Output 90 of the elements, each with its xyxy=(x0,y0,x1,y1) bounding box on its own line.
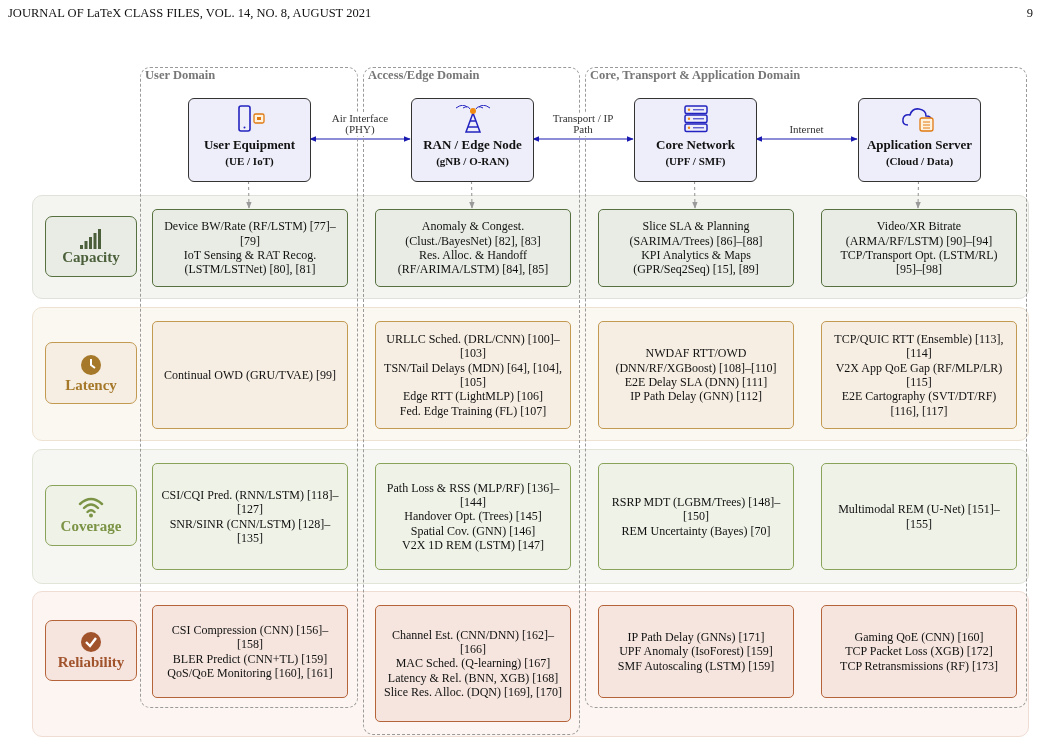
method-box xyxy=(152,209,348,287)
arrow xyxy=(246,180,252,209)
method-box xyxy=(598,463,794,570)
method-box xyxy=(598,321,794,429)
category-title: Latency xyxy=(65,376,117,394)
method-text: E2E Cartography (SVT/DT/RF) [116], [117] xyxy=(840,389,998,419)
method-text: UPF Anomaly (IsoForest) [159] xyxy=(619,644,773,659)
method-text: IP Path Delay (GNN) [112] xyxy=(630,389,762,404)
page-number: 9 xyxy=(1026,6,1033,21)
category-box xyxy=(45,620,137,681)
method-text: NWDAF RTT/OWD (DNN/RF/XGBoost) [108]–[110] xyxy=(614,346,778,375)
node-title: Core Network xyxy=(656,137,735,153)
node-subtitle: (Cloud / Data) xyxy=(885,155,954,167)
method-text: CSI/CQI Pred. (RNN/LSTM) [118]–[127] xyxy=(161,487,339,517)
method-text: Latency & Rel. (BNN, XGB) [168] xyxy=(387,670,559,686)
method-text: CSI Compression (CNN) [156]–[158] xyxy=(170,622,330,652)
method-text: TSN/Tail Delays (MDN) [64], [104], [105] xyxy=(384,360,562,390)
arrow xyxy=(692,180,698,209)
method-text: Channel Est. (CNN/DNN) [162]–[166] xyxy=(391,627,555,657)
method-text: Handover Opt. (Trees) [145] xyxy=(404,509,542,524)
network-node-box xyxy=(858,98,981,182)
method-text: URLLC Sched. (DRL/CNN) [100]–[103] xyxy=(385,331,561,361)
arrow xyxy=(309,136,411,142)
network-node-box xyxy=(411,98,534,182)
method-box xyxy=(821,321,1017,429)
method-text: Multimodal REM (U-Net) [151]–[155] xyxy=(837,502,1001,531)
method-box xyxy=(598,209,794,287)
method-box xyxy=(152,463,348,570)
running-header: JOURNAL OF LaTeX CLASS FILES, VOL. 14, NO. 8, AUGUST 2021 xyxy=(8,6,372,21)
method-box xyxy=(821,209,1017,287)
method-box xyxy=(375,463,571,570)
method-box xyxy=(152,321,348,429)
category-box xyxy=(45,216,137,277)
node-subtitle: (UE / IoT) xyxy=(225,155,274,167)
category-title: Coverage xyxy=(60,518,122,535)
method-text: REM Uncertainty (Bayes) [70] xyxy=(621,523,771,539)
domain-title: User Domain xyxy=(145,68,216,83)
edge-label: Transport / IP Path xyxy=(550,112,616,136)
domain-title: Core, Transport & Application Domain xyxy=(590,68,801,83)
method-text: Spatial Cov. (GNN) [146] xyxy=(410,523,536,539)
method-text: Device BW/Rate (RF/LSTM) [77]–[79] xyxy=(163,219,337,248)
method-box xyxy=(375,321,571,429)
method-box xyxy=(821,605,1017,698)
method-text: TCP Packet Loss (XGB) [172] xyxy=(845,644,993,659)
arrow xyxy=(469,180,475,209)
domain-title: Access/Edge Domain xyxy=(368,68,480,83)
method-text: E2E Delay SLA (DNN) [111] xyxy=(624,375,768,390)
method-box xyxy=(375,209,571,287)
method-text: TCP/QUIC RTT (Ensemble) [113], [114] xyxy=(833,331,1005,361)
method-text: IoT Sensing & RAT Recog. (LSTM/LSTNet) [80], [81] xyxy=(182,248,318,277)
arrow xyxy=(755,136,858,142)
method-text: TCP/Transport Opt. (LSTM/RL) [95]–[98] xyxy=(839,248,999,277)
node-title: RAN / Edge Node xyxy=(423,137,522,153)
method-text: Continual OWD (GRU/TVAE) [99] xyxy=(163,367,337,383)
method-text: QoS/QoE Monitoring [160], [161] xyxy=(167,665,333,681)
method-text: Anomaly & Congest. (Clust./BayesNet) [82], [83] xyxy=(404,219,542,248)
method-text: IP Path Delay (GNNs) [171] xyxy=(627,629,765,645)
category-title: Reliability xyxy=(57,654,125,671)
category-box xyxy=(45,485,137,546)
method-box xyxy=(821,463,1017,570)
method-text: MAC Sched. (Q-learning) [167] xyxy=(395,656,551,671)
method-text: KPI Analytics & Maps (GPR/Seq2Seq) [15], [89] xyxy=(632,248,760,277)
method-text: Slice SLA & Planning (SARIMA/Trees) [86]–[88] xyxy=(628,219,764,248)
category-box xyxy=(45,342,137,404)
method-text: SMF Autoscaling (LSTM) [159] xyxy=(617,658,775,674)
method-text: Path Loss & RSS (MLP/RF) [136]–[144] xyxy=(385,480,561,510)
method-text: Slice Res. Alloc. (DQN) [169], [170] xyxy=(384,685,562,700)
method-text: TCP Retransmissions (RF) [173] xyxy=(840,658,998,674)
method-text: Res. Alloc. & Handoff (RF/ARIMA/LSTM) [84], [85] xyxy=(396,248,550,277)
method-text: Edge RTT (LightMLP) [106] xyxy=(402,389,543,404)
arrow xyxy=(532,136,634,142)
network-node-box xyxy=(188,98,311,182)
node-subtitle: (gNB / O-RAN) xyxy=(436,155,509,167)
category-title: Capacity xyxy=(62,249,120,266)
method-box xyxy=(598,605,794,698)
method-text: Gaming QoE (CNN) [160] xyxy=(854,629,984,645)
method-text: RSRP MDT (LGBM/Trees) [148]–[150] xyxy=(610,494,782,524)
node-title: Application Server xyxy=(866,137,973,153)
method-box xyxy=(375,605,571,722)
method-text: V2X App QoE Gap (RF/MLP/LR) [115] xyxy=(834,360,1004,390)
method-box xyxy=(152,605,348,698)
method-text: Fed. Edge Training (FL) [107] xyxy=(399,403,547,419)
network-node-box xyxy=(634,98,757,182)
node-title: User Equipment xyxy=(203,137,296,153)
arrow xyxy=(915,180,921,209)
node-subtitle: (UPF / SMF) xyxy=(665,155,726,167)
method-text: SNR/SINR (CNN/LSTM) [128]–[135] xyxy=(168,516,332,546)
method-text: BLER Predict (CNN+TL) [159] xyxy=(172,651,328,666)
method-text: V2X 1D REM (LSTM) [147] xyxy=(402,538,544,553)
method-text: Video/XR Bitrate (ARMA/RF/LSTM) [90]–[94] xyxy=(844,219,994,248)
